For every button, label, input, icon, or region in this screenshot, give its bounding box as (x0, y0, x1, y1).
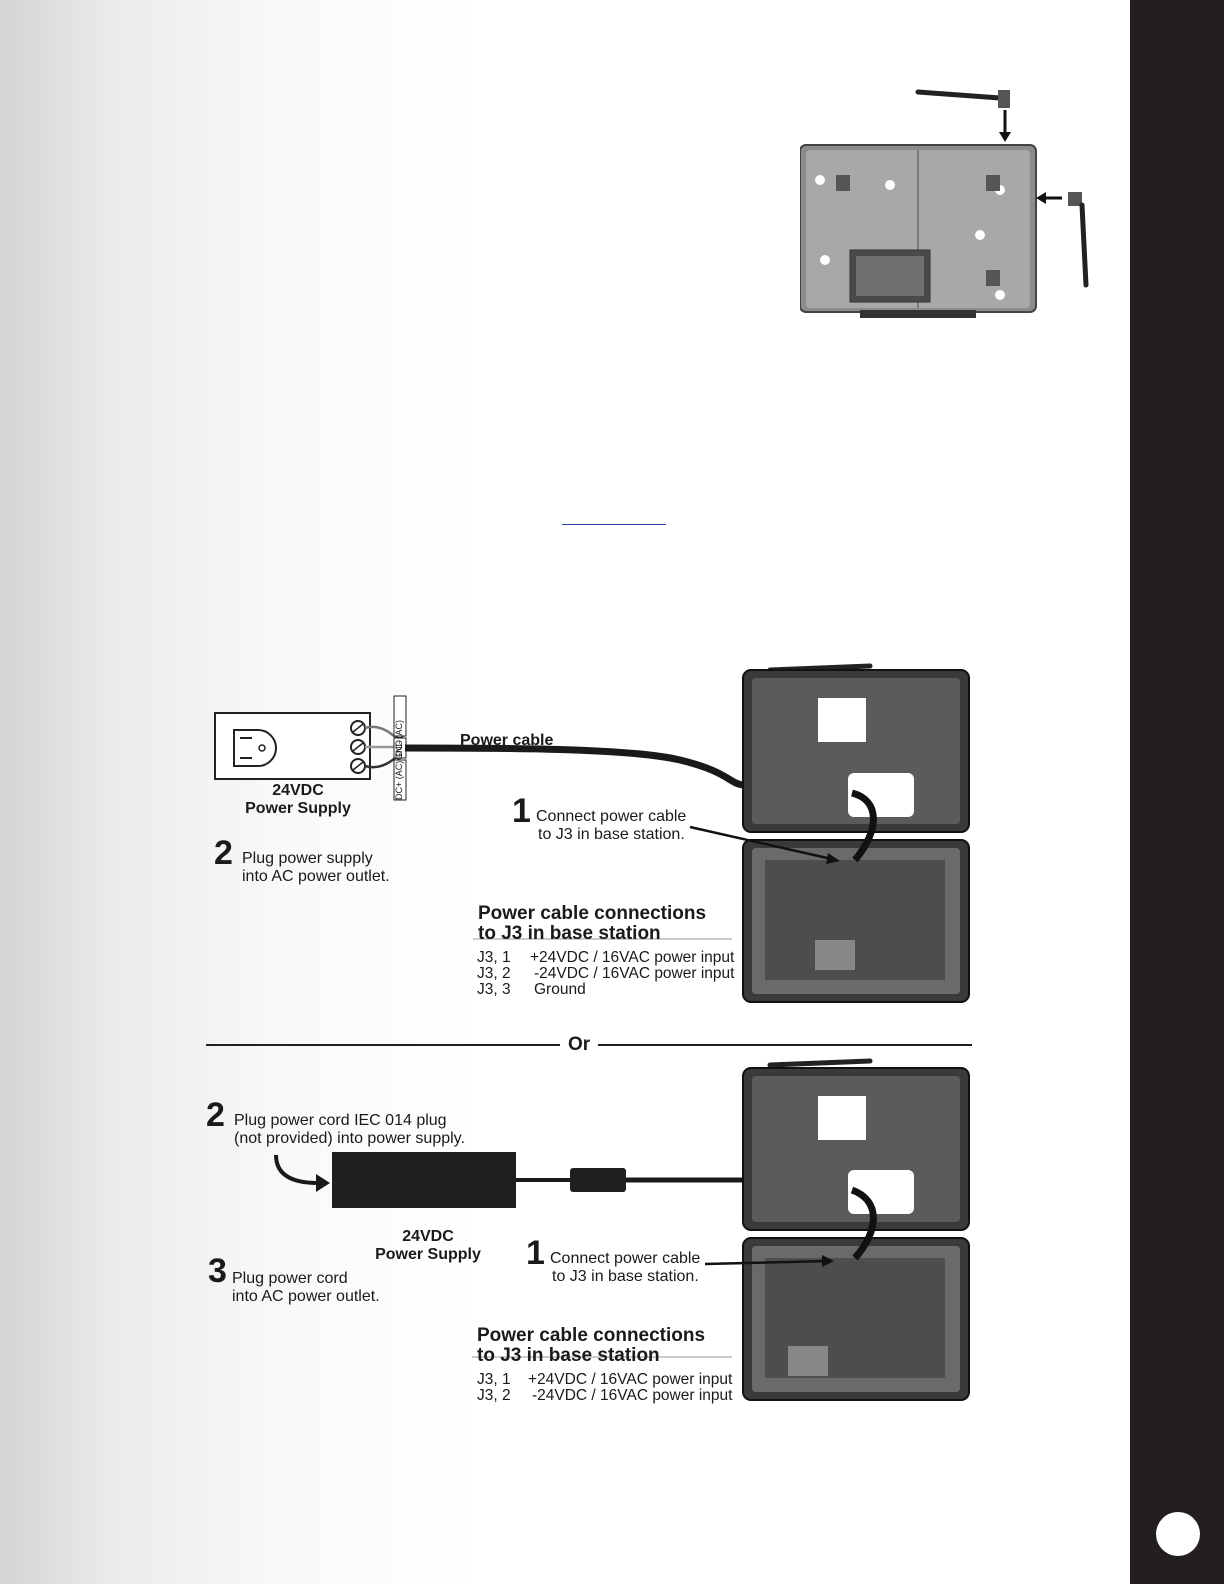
step-1b-number: 1 (526, 1236, 545, 1270)
step-2b-line2: (not provided) into power supply. (234, 1130, 465, 1148)
base-station-open-enclosure (743, 666, 969, 1002)
power-supply-brick (332, 1152, 516, 1208)
table-row-pin: J3, 3 (477, 982, 511, 998)
step-1b-line1: Connect power cable (550, 1250, 700, 1268)
step-2-line2: into AC power outlet. (242, 868, 390, 886)
supply-label-line2: Power Supply (238, 800, 358, 818)
table-row-desc: -24VDC / 16VAC power input (534, 966, 734, 982)
terminal-screws-icon (351, 721, 365, 773)
page-sidebar-band (1130, 0, 1224, 1584)
side-antenna-icon (1036, 192, 1086, 285)
table-title-line1: Power cable connections (478, 904, 706, 924)
step-3-number: 3 (208, 1254, 227, 1288)
base-station-open-enclosure-2 (743, 1061, 969, 1400)
table-row-pin: J3, 2 (477, 1388, 511, 1404)
step-1-line1: Connect power cable (536, 808, 686, 826)
or-divider-right (598, 1044, 972, 1046)
table-row-desc: +24VDC / 16VAC power input (528, 1372, 732, 1388)
power-wiring-diagram (200, 660, 1000, 1420)
power-cable (405, 748, 745, 785)
curved-arrow-icon (276, 1155, 318, 1183)
step-2-number: 2 (214, 836, 233, 870)
step-2-line1: Plug power supply (242, 850, 373, 868)
step-1-number: 1 (512, 794, 531, 828)
base-station-antenna-illustration (800, 80, 1110, 330)
terminal-label-gnd: GND (394, 740, 404, 760)
step-2b-number: 2 (206, 1098, 225, 1132)
or-label: Or (568, 1034, 590, 1056)
table-row-desc: Ground (534, 982, 586, 998)
top-antenna-icon (918, 90, 1011, 142)
ferrite-bead-icon (570, 1168, 626, 1192)
table-row-pin: J3, 2 (477, 966, 511, 982)
power-cable-label: Power cable (460, 732, 553, 750)
table-row-desc: -24VDC / 16VAC power input (532, 1388, 732, 1404)
table-row-pin: J3, 1 (477, 950, 511, 966)
table-row-desc: +24VDC / 16VAC power input (530, 950, 734, 966)
step-3-line2: into AC power outlet. (232, 1288, 380, 1306)
step-1b-line2: to J3 in base station. (552, 1268, 699, 1286)
or-divider-left (206, 1044, 560, 1046)
supply-2-label-line2: Power Supply (368, 1246, 488, 1264)
table-title-line2: to J3 in base station (478, 924, 661, 944)
step-3-line1: Plug power cord (232, 1270, 348, 1288)
outlet-icon (234, 730, 276, 766)
table-row-pin: J3, 1 (477, 1372, 511, 1388)
terminal-label-dc-plus: DC+ (AC) (394, 761, 404, 800)
supply-2-label-line1: 24VDC (368, 1228, 488, 1246)
supply-label-line1: 24VDC (238, 782, 358, 800)
page-number-badge (1156, 1512, 1200, 1556)
hyperlink-underline[interactable] (562, 524, 666, 525)
step-1-line2: to J3 in base station. (538, 826, 685, 844)
table-2-title-line2: to J3 in base station (477, 1346, 660, 1366)
step-2b-line1: Plug power cord IEC 014 plug (234, 1112, 447, 1130)
table-2-title-line1: Power cable connections (477, 1326, 705, 1346)
